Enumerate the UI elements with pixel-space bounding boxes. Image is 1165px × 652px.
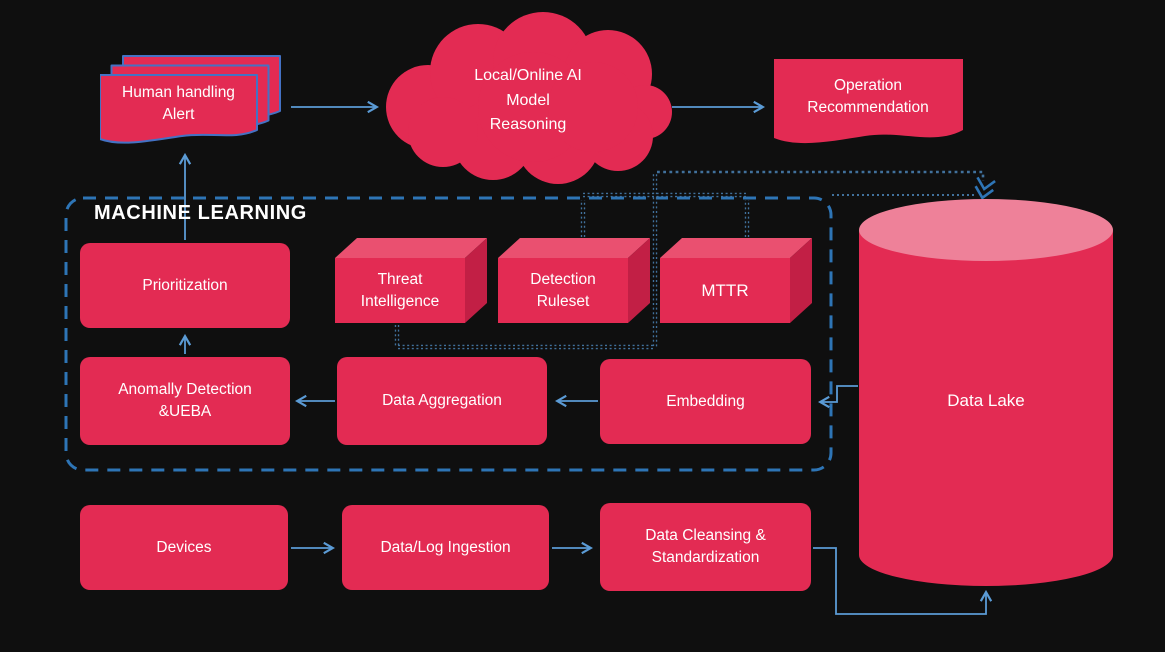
node-ai-cloud: Local/Online AI Model Reasoning bbox=[383, 12, 673, 190]
node-human-handling-alert: Human handling Alert bbox=[99, 54, 300, 164]
cloud-shape bbox=[386, 12, 672, 184]
node-data-log-ingestion-label: Data/Log Ingestion bbox=[380, 538, 511, 556]
node-devices-label: Devices bbox=[156, 538, 212, 556]
double-chevron-arrow-icon bbox=[974, 176, 996, 200]
node-ai-cloud-label: Local/Online AI Model Reasoning bbox=[474, 66, 582, 134]
cube-shape bbox=[498, 238, 650, 323]
node-detection-ruleset-label: Detection Ruleset bbox=[530, 270, 596, 310]
cube-shape bbox=[335, 238, 487, 323]
arrow-datalake-to-embedding bbox=[820, 385, 858, 402]
machine-learning-group-border bbox=[64, 196, 833, 472]
node-data-cleansing: Data Cleansing & Standardization bbox=[600, 503, 811, 591]
dotted-junction-to-datalake bbox=[657, 170, 985, 181]
node-threat-intelligence: Threat Intelligence bbox=[335, 238, 487, 323]
node-devices: Devices bbox=[80, 505, 288, 590]
node-operation-recommendation-label: Operation Recommendation bbox=[807, 77, 929, 116]
node-data-aggregation-label: Data Aggregation bbox=[382, 392, 502, 410]
wave-document-shape bbox=[774, 59, 963, 144]
arrow-cleansing-to-datalake bbox=[813, 547, 986, 615]
cylinder-shape bbox=[859, 199, 1113, 586]
node-data-lake: Data Lake bbox=[857, 195, 1115, 595]
node-embedding: Embedding bbox=[600, 359, 811, 444]
machine-learning-group-title: MACHINE LEARNING bbox=[94, 202, 307, 224]
node-detection-ruleset: Detection Ruleset bbox=[498, 238, 650, 323]
node-operation-recommendation: Operation Recommendation bbox=[773, 58, 965, 156]
node-data-log-ingestion: Data/Log Ingestion bbox=[342, 505, 549, 590]
node-anomaly-detection: Anomally Detection &UEBA bbox=[80, 357, 290, 445]
node-prioritization-label: Prioritization bbox=[142, 276, 228, 294]
node-threat-intelligence-label: Threat Intelligence bbox=[360, 270, 440, 310]
node-mttr: MTTR bbox=[660, 238, 812, 323]
node-data-cleansing-label: Data Cleansing & Standardization bbox=[645, 527, 766, 566]
node-mttr-label: MTTR bbox=[701, 280, 749, 300]
node-anomaly-detection-label: Anomally Detection &UEBA bbox=[118, 381, 252, 420]
cube-shape bbox=[660, 238, 812, 323]
stacked-documents-shape bbox=[99, 55, 281, 144]
node-data-aggregation: Data Aggregation bbox=[337, 357, 547, 445]
node-embedding-label: Embedding bbox=[666, 392, 745, 410]
node-human-handling-alert-label: Human handling Alert bbox=[122, 84, 235, 123]
node-data-lake-label: Data Lake bbox=[947, 391, 1025, 410]
node-prioritization: Prioritization bbox=[80, 243, 290, 328]
